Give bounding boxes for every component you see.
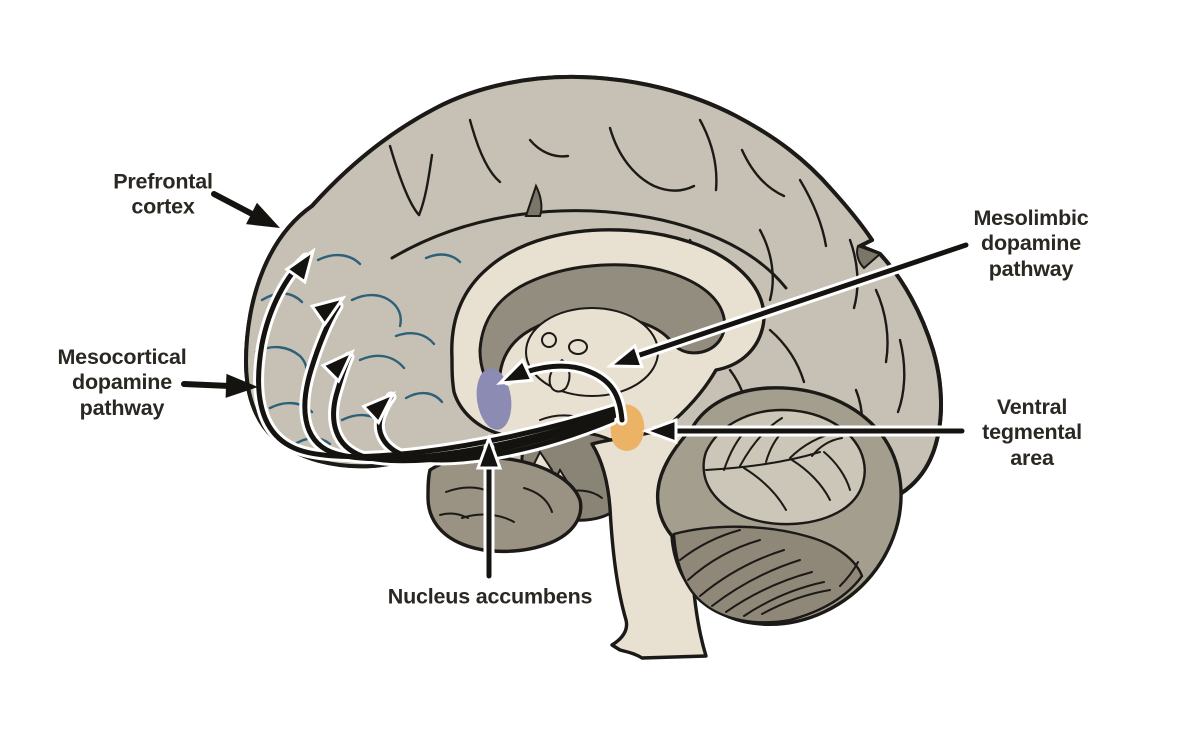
mesolimbic-pathway-arrow xyxy=(496,357,628,426)
label-line: pathway xyxy=(988,256,1074,281)
vta-label-leader xyxy=(641,417,968,445)
label-line: dopamine xyxy=(72,370,172,395)
label-line: dopamine xyxy=(981,231,1081,256)
mesolimbic-label-leader xyxy=(605,239,972,369)
label-line: Nucleus accumbens xyxy=(387,584,593,609)
prefrontal-label-arrow xyxy=(211,191,280,228)
mesocortical-pathway-arrows xyxy=(253,247,623,467)
label-mesocortical-pathway: Mesocortical dopamine pathway xyxy=(57,345,186,421)
mesocortical-label-arrow xyxy=(181,373,258,398)
label-line: Mesocortical xyxy=(57,344,187,369)
label-line: tegmental xyxy=(982,420,1082,445)
label-mesolimbic-pathway: Mesolimbic dopamine pathway xyxy=(973,206,1088,282)
cerebellum-folia-lines xyxy=(679,529,859,617)
label-line: Ventral xyxy=(996,394,1068,419)
label-line: Prefrontal xyxy=(113,169,213,194)
nucleus-accumbens-pointer-arrow xyxy=(475,433,503,582)
label-ventral-tegmental-area: Ventral tegmental area xyxy=(982,395,1082,471)
cerebellum xyxy=(655,386,903,626)
label-nucleus-accumbens: Nucleus accumbens xyxy=(388,584,593,609)
label-line: area xyxy=(1010,445,1054,470)
cingulate-notch xyxy=(524,183,543,217)
label-line: Mesolimbic xyxy=(973,205,1089,230)
label-line: pathway xyxy=(79,395,165,420)
label-line: cortex xyxy=(131,195,195,219)
parieto-occipital-notch xyxy=(856,244,882,270)
cerebellum-arbor-vitae xyxy=(702,408,866,526)
label-prefrontal-cortex: Prefrontal cortex xyxy=(113,170,213,221)
